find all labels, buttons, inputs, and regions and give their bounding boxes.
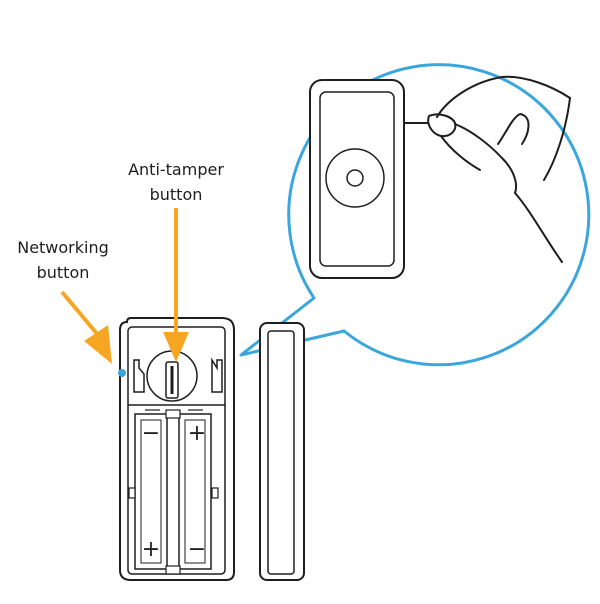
anti-tamper-arrow [163,208,189,362]
anti-tamper-label-line2: button [149,185,203,204]
networking-button [118,369,126,377]
anti-tamper-button [146,350,198,402]
networking-label-line2: button [36,263,90,282]
battery-right [178,413,212,570]
battery-left [134,413,168,570]
polarity-left-bottom: + [142,537,160,562]
battery-clip-right [211,357,223,393]
zoom-callout [239,63,591,367]
battery-clip-left [133,359,145,393]
networking-arrow [60,290,112,364]
hand-with-pin-icon [403,75,571,263]
polarity-left-top: − [142,421,160,446]
polarity-right-top: + [188,421,206,446]
anti-tamper-label: Anti-tamper button [100,157,252,207]
magnified-anti-tamper-button [325,148,385,208]
battery-polarity-marks: − + + − [142,421,206,562]
networking-label-line1: Networking [17,238,109,257]
magnet-piece [259,322,305,581]
anti-tamper-label-line1: Anti-tamper [128,160,224,179]
polarity-right-bottom: − [188,537,206,562]
networking-label: Networking button [0,235,126,285]
battery-contacts [128,409,219,575]
